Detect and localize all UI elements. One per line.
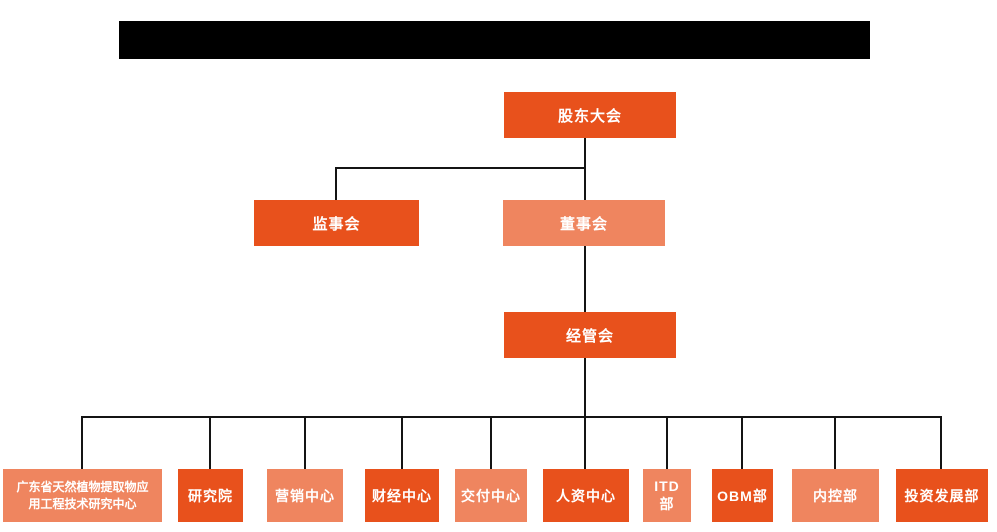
redacted-title-bar	[119, 21, 870, 59]
org-node-label: 监事会	[312, 215, 361, 233]
org-node-finance-center: 财经中心	[365, 469, 439, 522]
org-node-management-committee: 经管会	[504, 312, 676, 358]
connector-drop-itd-dept	[666, 417, 668, 469]
org-node-label: 经管会	[565, 327, 614, 345]
connector-drop-supervisors	[335, 167, 337, 200]
org-node-hr-center: 人资中心	[543, 469, 629, 522]
org-node-label: 研究院	[188, 487, 233, 504]
connector-drop-investment-development-dept	[940, 417, 942, 469]
org-node-label: 人资中心	[556, 487, 616, 504]
connector-drop-finance-center	[401, 417, 403, 469]
org-node-investment-development-dept: 投资发展部	[896, 469, 988, 522]
connector-drop-marketing-center	[304, 417, 306, 469]
connector-drop-hr-center	[584, 417, 586, 469]
connector-drop-guangdong-research-center	[81, 417, 83, 469]
org-node-label: 广东省天然植物提取物应 用工程技术研究中心	[16, 480, 149, 511]
org-node-label: ITD部	[654, 477, 680, 512]
org-node-board-of-directors: 董事会	[503, 200, 665, 246]
connector-directors-to-management	[584, 246, 586, 312]
org-node-label: 投资发展部	[904, 487, 980, 504]
org-node-itd-dept: ITD部	[643, 469, 691, 522]
org-node-shareholders-meeting: 股东大会	[504, 92, 676, 138]
connector-drop-obm-dept	[741, 417, 743, 469]
org-node-research-institute: 研究院	[178, 469, 243, 522]
connector-drop-internal-control-dept	[834, 417, 836, 469]
org-node-label: 营销中心	[275, 487, 335, 504]
org-node-label: 交付中心	[461, 487, 521, 504]
connector-drop-research-institute	[209, 417, 211, 469]
org-node-internal-control-dept: 内控部	[792, 469, 879, 522]
connector-branch-to-supervisors	[335, 167, 586, 169]
connector-management-to-bus	[584, 358, 586, 418]
connector-bus	[81, 416, 942, 418]
org-node-delivery-center: 交付中心	[455, 469, 527, 522]
org-node-marketing-center: 营销中心	[267, 469, 343, 522]
org-node-guangdong-research-center: 广东省天然植物提取物应 用工程技术研究中心	[3, 469, 162, 522]
org-node-obm-dept: OBM部	[712, 469, 773, 522]
connector-shareholders-to-directors	[584, 138, 586, 200]
org-node-label: OBM部	[717, 487, 768, 504]
org-node-label: 内控部	[813, 487, 858, 504]
org-node-supervisory-board: 监事会	[254, 200, 419, 246]
connector-drop-delivery-center	[490, 417, 492, 469]
org-node-label: 股东大会	[557, 107, 622, 125]
org-node-label: 财经中心	[372, 487, 432, 504]
org-node-label: 董事会	[559, 215, 608, 233]
